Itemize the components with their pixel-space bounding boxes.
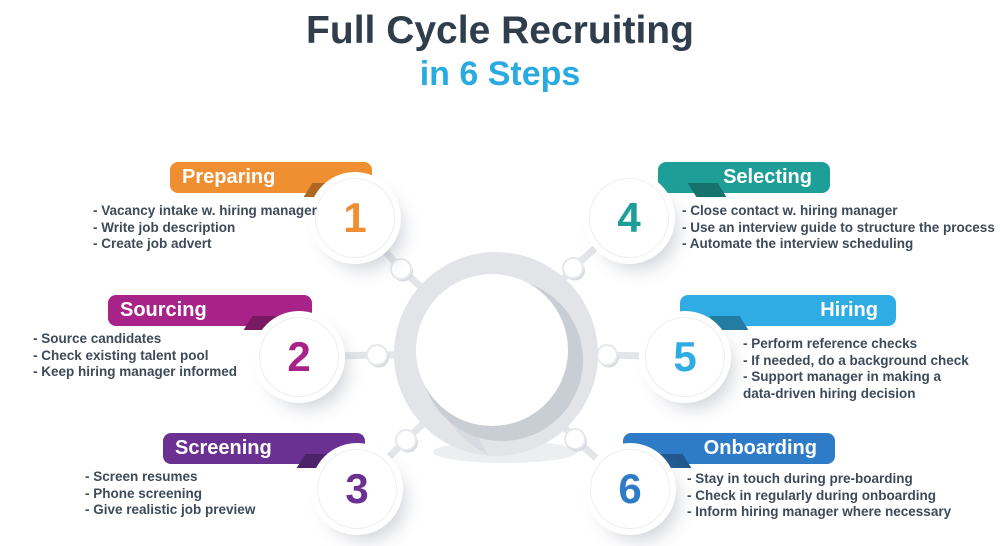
- step-bullets: - Close contact w. hiring manager - Use …: [682, 203, 995, 253]
- bullet-line: - Source candidates: [33, 331, 162, 346]
- title-block: Full Cycle Recruiting in 6 Steps: [0, 8, 1000, 94]
- connector-node: [390, 258, 413, 282]
- page-subtitle: in 6 Steps: [419, 55, 581, 93]
- step-bullets: - Stay in touch during pre-boarding - Ch…: [687, 471, 951, 521]
- bullet-line: - Give realistic job preview: [85, 502, 256, 517]
- step-banner: Selecting: [658, 162, 830, 193]
- bullet-line: - Keep hiring manager informed: [33, 364, 238, 379]
- bullet-line: - Inform hiring manager where necessary: [687, 504, 952, 519]
- bullet-line: - Phone screening: [85, 485, 203, 501]
- bullet-line: - Screen resumes: [85, 469, 198, 484]
- step-number-circle: 3: [318, 450, 396, 528]
- connector-node: [596, 344, 619, 368]
- step-bullets: - Screen resumes - Phone screening - Giv…: [85, 469, 255, 519]
- bullet-line: - Use an interview guide to structure th…: [682, 219, 995, 235]
- step-number: 6: [618, 465, 642, 512]
- step-label: Screening: [175, 437, 272, 459]
- step-banner: Onboarding: [623, 433, 835, 464]
- step-bullets: - Perform reference checks - If needed, …: [743, 336, 969, 402]
- step-bullets: - Source candidates - Check existing tal…: [33, 331, 237, 381]
- ring-inner-disc: [416, 274, 568, 426]
- step-label: Onboarding: [703, 437, 817, 459]
- step-label: Preparing: [182, 166, 276, 188]
- step-number: 5: [673, 333, 697, 380]
- bullet-line: - Write job description: [93, 219, 236, 235]
- step-number: 4: [617, 194, 641, 241]
- bullet-line: - Close contact w. hiring manager: [682, 203, 898, 218]
- bullet-line: - Perform reference checks: [743, 336, 918, 351]
- step-number-circle: 6: [591, 450, 669, 528]
- connector-nodes: [366, 257, 619, 453]
- bullet-line: - Support manager in making a: [743, 369, 942, 384]
- connector-node: [562, 257, 585, 281]
- step-number: 1: [343, 194, 367, 241]
- connector-node: [366, 344, 389, 368]
- bullet-line: - Vacancy intake w. hiring manager: [93, 203, 317, 218]
- connector-node: [395, 429, 418, 453]
- page-title: Full Cycle Recruiting: [306, 9, 694, 52]
- bullet-line: - Check in regularly during onboarding: [687, 487, 937, 503]
- step-banner: Hiring: [680, 295, 896, 326]
- connector-node: [564, 428, 587, 452]
- step-label: Selecting: [723, 166, 812, 188]
- bullet-line: - If needed, do a background check: [743, 352, 969, 368]
- bullet-line: - Create job advert: [93, 236, 212, 251]
- step-number-circle: 1: [316, 179, 394, 257]
- bullet-line: - Automate the interview scheduling: [682, 236, 914, 251]
- step-number-circle: 5: [646, 318, 724, 396]
- step-label: Hiring: [820, 299, 878, 321]
- bullet-line: - Stay in touch during pre-boarding: [687, 471, 913, 486]
- step-bullets: - Vacancy intake w. hiring manager - Wri…: [93, 203, 317, 253]
- step-number-circle: 2: [260, 318, 338, 396]
- step-label: Sourcing: [120, 299, 207, 321]
- step-banner: Sourcing: [108, 295, 312, 326]
- step-number-circle: 4: [590, 179, 668, 257]
- step-number: 2: [287, 333, 311, 380]
- step-number: 3: [345, 465, 369, 512]
- bullet-line: - Check existing talent pool: [33, 347, 209, 363]
- bullet-line: data-driven hiring decision: [743, 385, 916, 401]
